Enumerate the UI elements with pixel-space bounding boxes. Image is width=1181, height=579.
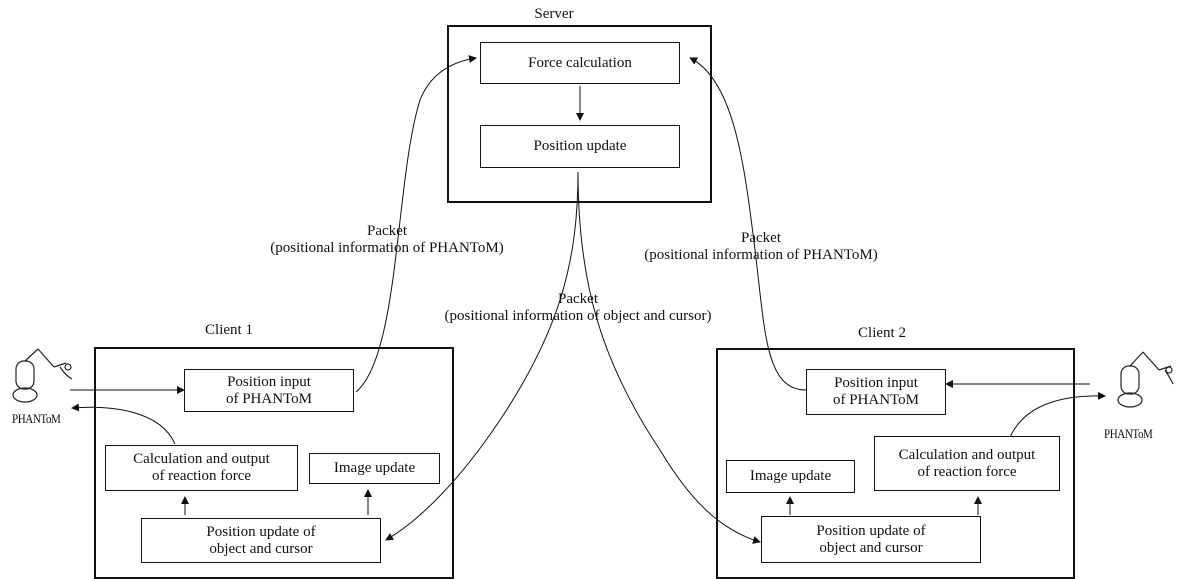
client1-calc-output-box: Calculation and output of reaction force — [105, 445, 298, 491]
client1-position-input-box: Position input of PHANToM — [184, 369, 354, 412]
client2-image-update-box: Image update — [726, 460, 855, 493]
phantom-label-right: PHANToM — [1104, 426, 1153, 441]
client1-image-update-box: Image update — [309, 453, 440, 484]
packet-label-right: Packet (positional information of PHANTo… — [644, 230, 878, 263]
client2-calc-output-box: Calculation and output of reaction force — [874, 436, 1060, 491]
client2-title: Client 2 — [858, 325, 906, 341]
client1-frame — [94, 347, 454, 579]
haptic-device-icon — [12, 348, 73, 403]
phantom-label-left: PHANToM — [12, 411, 61, 426]
arrow-calc2-to-phantom — [1009, 391, 1106, 438]
arrow-server-to-client1 — [385, 171, 579, 541]
arrow-client1-to-server — [355, 55, 477, 393]
arrow-calc1-to-phantom — [71, 403, 176, 445]
arrow-client2-to-server — [689, 57, 807, 391]
server-title: Server — [534, 6, 574, 22]
client1-title: Client 1 — [205, 322, 253, 338]
server-position-update-box: Position update — [480, 125, 680, 168]
client1-position-update-box: Position update of object and cursor — [141, 518, 381, 563]
packet-label-left: Packet (positional information of PHANTo… — [270, 223, 504, 256]
packet-label-middle: Packet (positional information of object… — [444, 291, 712, 324]
client2-frame — [716, 348, 1075, 579]
server-frame — [447, 25, 712, 203]
client2-position-update-box: Position update of object and cursor — [761, 516, 981, 563]
force-calculation-box: Force calculation — [480, 42, 680, 84]
haptic-device-icon — [1117, 351, 1174, 408]
client2-position-input-box: Position input of PHANToM — [806, 369, 946, 415]
